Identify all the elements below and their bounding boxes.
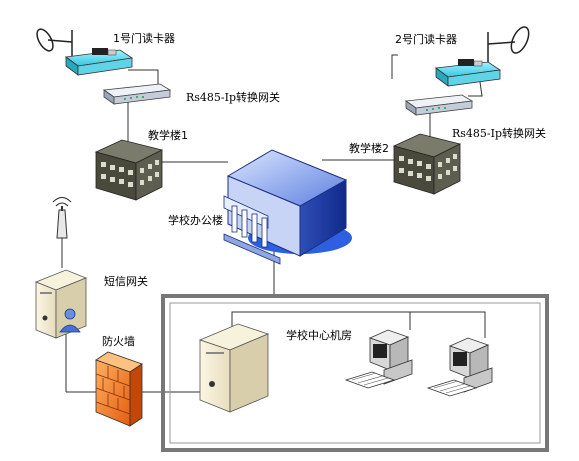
workstation-2-icon — [426, 337, 493, 397]
office-building-label: 学校办公楼 — [168, 214, 223, 227]
firewall-label: 防火墙 — [102, 335, 135, 348]
building-2-label: 教学楼2 — [349, 142, 389, 155]
sms-gateway-label: 短信网关 — [104, 275, 148, 288]
office-building-icon — [223, 149, 352, 265]
building-1-icon — [94, 139, 164, 201]
rs485-gateway-1-icon — [102, 83, 172, 105]
main-server-icon — [198, 323, 270, 413]
datacenter-frame — [161, 294, 549, 452]
firewall-icon — [95, 351, 143, 427]
rs485-gateway-2-icon — [404, 94, 474, 116]
user-icon — [59, 308, 81, 333]
antenna-icon — [52, 197, 72, 239]
card-reader-2 — [434, 26, 530, 87]
link-reader2-gateway2 — [391, 54, 398, 79]
reader-1-label: 1号门读卡器 — [113, 32, 175, 45]
building-2-icon — [392, 133, 462, 195]
reader-2-label: 2号门读卡器 — [395, 33, 457, 46]
sms-gateway-server-icon — [34, 269, 88, 339]
workstation-1-icon — [344, 329, 413, 389]
link-reader2-gateway2-b — [468, 81, 483, 97]
datacenter-label: 学校中心机房 — [286, 329, 352, 342]
link-datacenter-lan — [231, 311, 486, 338]
connection-lines — [61, 54, 486, 393]
satellite-dish-icon — [36, 28, 73, 60]
building-1-label: 教学楼1 — [148, 129, 188, 142]
gateway-2-label: Rs485-Ip转换网关 — [452, 127, 547, 140]
gateway-1-label: Rs485-Ip转换网关 — [186, 91, 281, 104]
card-reader-1 — [36, 28, 134, 76]
satellite-dish-icon — [487, 26, 530, 76]
